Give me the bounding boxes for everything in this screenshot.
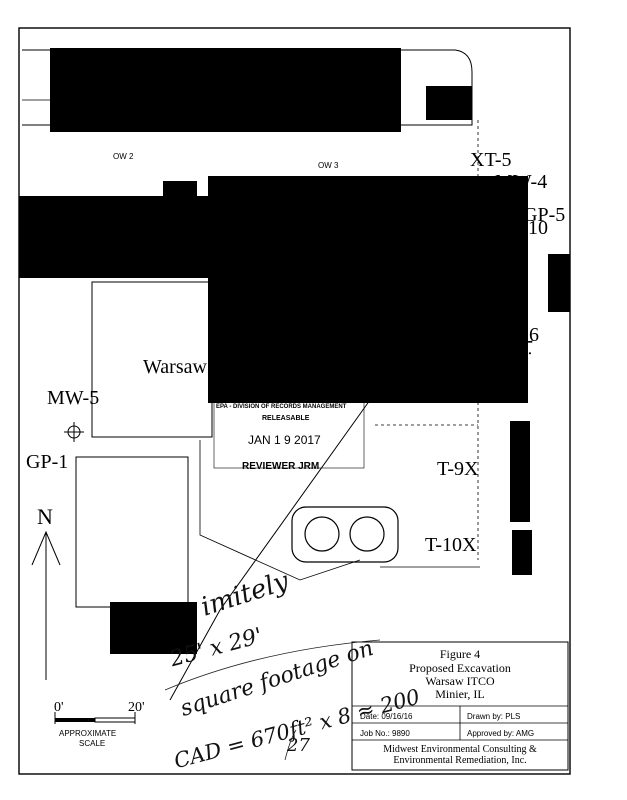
label-six: 6 xyxy=(529,324,539,346)
stamp-line2: RELEASABLE xyxy=(262,415,310,422)
scale-zero: 0' xyxy=(54,700,64,715)
figure-title: Proposed Excavation xyxy=(409,661,511,675)
redaction-top-right xyxy=(426,86,472,120)
label-ow3: OW 3 xyxy=(318,161,339,170)
tb-drawn-by: Drawn by: PLS xyxy=(467,712,521,721)
redaction-right-tall xyxy=(510,421,530,522)
redaction-band-left xyxy=(19,196,213,278)
label-mw5: MW-5 xyxy=(47,387,100,409)
figure-site: Warsaw ITCO xyxy=(425,674,495,688)
label-mw4: MW-4 xyxy=(495,171,548,193)
handwriting-line5: 27 xyxy=(287,735,310,756)
north-label: N xyxy=(37,504,53,529)
stamp-reviewer: REVIEWER JRM xyxy=(242,461,320,472)
label-xt5: XT-5 xyxy=(470,149,512,171)
redaction-right-small xyxy=(512,530,532,575)
tb-date: Date: 09/16/16 xyxy=(360,712,413,721)
redaction-right-edge xyxy=(548,254,570,312)
company-line-1: Midwest Environmental Consulting & xyxy=(383,744,537,755)
label-gp5: GP-5 xyxy=(523,204,566,226)
figure-city: Minier, IL xyxy=(435,687,485,701)
label-t10x: T-10X xyxy=(425,534,477,556)
label-t9x: T-9X xyxy=(437,458,479,480)
scale-caption-1: APPROXIMATE xyxy=(59,729,117,738)
company-line-2: Environmental Remediation, Inc. xyxy=(393,755,527,766)
redaction-center-block xyxy=(208,176,528,403)
stamp-line1: EPA - DIVISION OF RECORDS MANAGEMENT xyxy=(216,404,347,410)
tb-job-no: Job No.: 9890 xyxy=(360,729,410,738)
redaction-top-block xyxy=(50,48,401,132)
scale-caption-2: SCALE xyxy=(79,739,106,748)
stamp-date: JAN 1 9 2017 xyxy=(248,433,321,447)
label-drive: drive xyxy=(513,334,535,376)
title-block: Figure 4 Proposed Excavation Warsaw ITCO… xyxy=(352,642,568,770)
redaction-bottom-left xyxy=(110,602,197,654)
figure-number: Figure 4 xyxy=(439,647,481,661)
scale-twenty: 20' xyxy=(128,700,145,715)
tb-approved-by: Approved by: AMG xyxy=(467,729,535,738)
label-gp1: GP-1 xyxy=(26,451,69,473)
label-ow2: OW 2 xyxy=(113,152,134,161)
label-warsaw: Warsaw xyxy=(143,356,207,378)
label-gp5-partial: 10 xyxy=(528,217,548,239)
